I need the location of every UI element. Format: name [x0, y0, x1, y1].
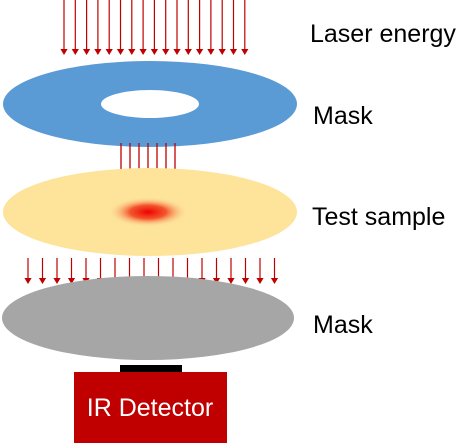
detector-window — [120, 365, 182, 372]
incident-arrow — [60, 0, 68, 55]
incident-arrow — [173, 0, 181, 55]
top-mask-label: Mask — [313, 102, 373, 130]
incident-arrow — [150, 0, 158, 55]
incident-laser-arrows — [60, 0, 249, 55]
emitted-arrow — [212, 258, 221, 284]
bottom-mask-disc — [2, 276, 294, 360]
bottom-mask-label: Mask — [313, 311, 373, 339]
emitted-arrow — [53, 258, 61, 284]
incident-arrow — [207, 0, 215, 55]
incident-arrow — [184, 0, 192, 55]
emitted-arrow — [227, 258, 235, 284]
incident-arrow — [139, 0, 147, 55]
test-sample — [3, 168, 297, 256]
hotspot — [108, 197, 188, 227]
laser-energy-label: Laser energy — [310, 20, 456, 48]
incident-arrow — [241, 0, 249, 55]
detector-label: IR Detector — [87, 394, 213, 422]
detector-body — [74, 372, 227, 443]
emitted-arrow — [270, 258, 279, 284]
incident-arrow — [218, 0, 226, 55]
incident-arrow — [105, 0, 113, 55]
incident-arrow — [229, 0, 238, 55]
incident-arrow — [83, 0, 91, 55]
emitted-arrow — [256, 258, 264, 284]
incident-arrow — [128, 0, 136, 55]
incident-arrow — [71, 0, 79, 55]
top-mask-disc — [3, 61, 297, 147]
emitted-arrow — [241, 258, 250, 284]
emitted-arrow — [67, 258, 76, 284]
incident-arrow — [162, 0, 170, 55]
test-sample-label: Test sample — [312, 203, 445, 231]
emitted-arrow — [24, 258, 32, 284]
emitted-arrow — [38, 258, 47, 284]
incident-arrow — [94, 0, 102, 55]
incident-arrow — [196, 0, 204, 55]
top-mask — [3, 61, 297, 147]
ir-detector: IR Detector — [74, 365, 227, 443]
incident-arrow — [116, 0, 125, 55]
